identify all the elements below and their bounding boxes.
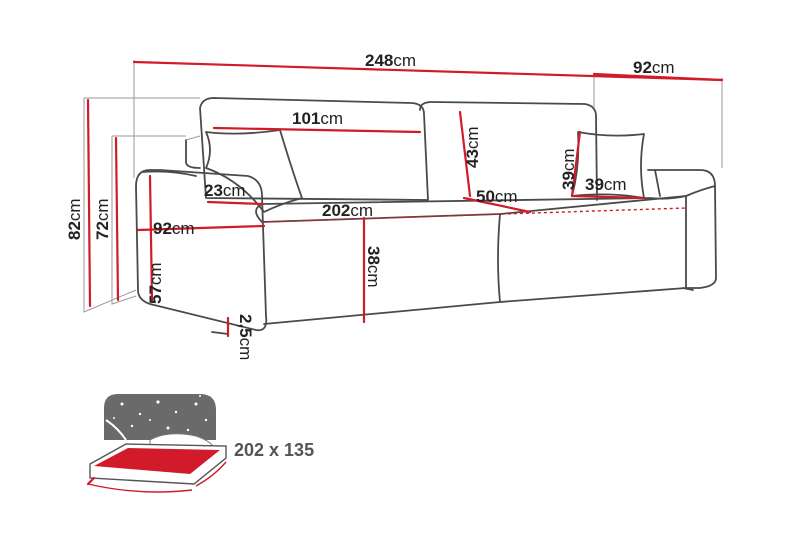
arm-height-line — [148, 174, 154, 302]
label-pillow-width: 39cm — [585, 175, 627, 194]
seat-width-line — [261, 207, 687, 223]
label-back-height: 72cm — [93, 198, 112, 240]
backrest-height-line — [458, 110, 472, 198]
pillow-height-line — [570, 130, 582, 198]
label-leg-height: 2,5cm — [236, 314, 255, 360]
label-depth: 92cm — [633, 58, 675, 77]
label-backrest-height: 43cm — [463, 126, 482, 168]
extension-lines — [83, 60, 723, 313]
depth-line — [592, 72, 724, 82]
label-armrest-width: 23cm — [204, 181, 246, 200]
back-height-line — [114, 136, 120, 302]
label-seat-height: 38cm — [364, 246, 383, 288]
bed-size-label: 202 x 135 — [234, 440, 314, 460]
sleeping-area-icon — [86, 394, 227, 493]
label-seat-width: 202cm — [322, 201, 373, 220]
width-line — [132, 60, 724, 82]
label-arm-depth: 92cm — [153, 219, 195, 238]
label-backrest-width: 101cm — [292, 109, 343, 128]
label-arm-height: 57cm — [146, 262, 165, 304]
stars-icon — [113, 395, 208, 432]
measure-lines — [86, 60, 724, 338]
armrest-width-line — [206, 200, 264, 206]
height-line — [86, 98, 92, 308]
arm-depth-line — [136, 224, 266, 232]
pillow-width-line — [570, 194, 646, 200]
label-seat-depth: 50cm — [476, 187, 518, 206]
label-pillow-height: 39cm — [559, 148, 578, 190]
backrest-width-line — [212, 126, 422, 134]
bed-surface — [94, 448, 220, 474]
night-sky-icon — [104, 394, 216, 440]
label-height: 82cm — [65, 198, 84, 240]
seat-depth-line — [462, 196, 532, 214]
sofa-outline — [135, 97, 717, 335]
label-width: 248cm — [365, 51, 416, 70]
moon-icon — [105, 419, 127, 441]
